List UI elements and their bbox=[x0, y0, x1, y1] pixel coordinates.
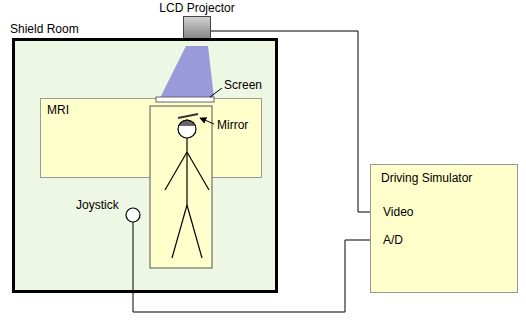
mirror bbox=[178, 114, 198, 118]
head-coil bbox=[178, 120, 196, 126]
node-title: Joystick bbox=[76, 198, 119, 212]
port-label: Video bbox=[383, 205, 413, 219]
patient-bed bbox=[150, 106, 212, 268]
node-title: Shield Room bbox=[10, 22, 79, 36]
part-label: Screen bbox=[224, 78, 262, 92]
equipment-box: Driving SimulatorVideoA/D bbox=[370, 164, 518, 293]
stick-figure bbox=[165, 138, 209, 258]
part-label: Mirror bbox=[217, 118, 248, 132]
node-title: Driving Simulator bbox=[381, 171, 472, 185]
joystick: Joystick bbox=[76, 198, 142, 224]
port-label: A/D bbox=[383, 233, 403, 247]
joystick-knob bbox=[126, 208, 140, 222]
node-title: LCD Projector bbox=[159, 1, 234, 15]
node-title: MRI bbox=[47, 103, 69, 117]
head bbox=[178, 120, 196, 138]
equipment-box: Shield RoomMRIJoystick bbox=[12, 38, 278, 293]
projector-beam bbox=[160, 46, 214, 98]
screen-leader bbox=[210, 88, 222, 97]
screen bbox=[156, 97, 214, 102]
mirror-leader bbox=[200, 118, 214, 124]
signal-cable bbox=[133, 222, 370, 312]
signal-cable bbox=[211, 31, 370, 212]
